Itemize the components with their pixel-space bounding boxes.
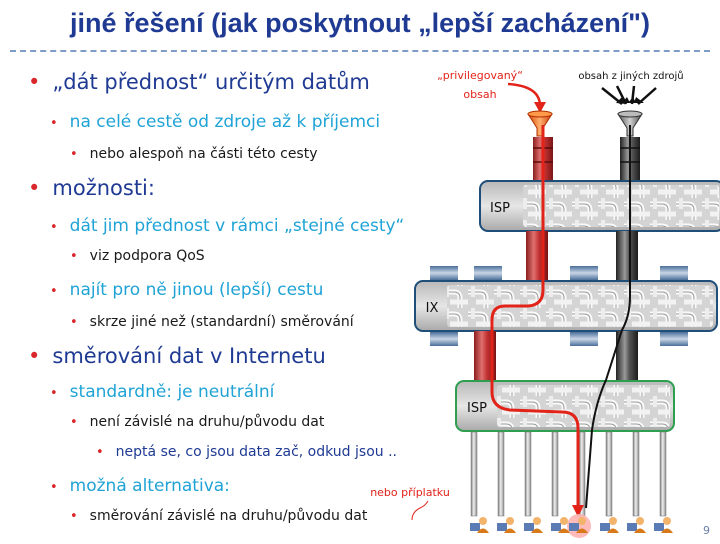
other-sources-arrowheads xyxy=(616,97,644,104)
bullet-3-2-1-text: směrování závislé na druhu/původu dat xyxy=(89,508,368,524)
user-icon xyxy=(627,517,646,533)
user-icon xyxy=(569,517,588,533)
isp-top-pipework xyxy=(523,185,719,227)
bullet-2-2-1: •skrze jiné než (standardní) směrování xyxy=(70,314,354,330)
bullet-2-2: •najít pro ně jinou (lepší) cestu xyxy=(50,280,324,300)
isp-top-label: ISP xyxy=(490,201,510,216)
bullet-2-2-text: najít pro ně jinou (lepší) cestu xyxy=(69,280,324,300)
bullet-3: •směrování dat v Internetu xyxy=(28,344,326,368)
user-icon xyxy=(497,517,516,533)
network-diagram-svg: „privilegovaný“ obsah obsah z jiných zdr… xyxy=(370,69,720,538)
bullet-1-text: „dát přednost“ určitým datům xyxy=(52,70,370,94)
bullet-2-1-text: dát jim přednost v rámci „stejné cesty“ xyxy=(69,216,405,236)
bullet-2-text: možnosti: xyxy=(52,176,155,200)
page-number: 9 xyxy=(703,524,710,537)
ix-pipework xyxy=(447,285,713,327)
title-divider xyxy=(10,50,710,52)
bullet-1-1-text: na celé cestě od zdroje až k příjemci xyxy=(69,112,381,132)
privileged-pipe xyxy=(526,231,548,281)
bullet-2-1-1: •viz podpora QoS xyxy=(70,248,205,264)
standard-route xyxy=(585,125,631,509)
ix-stubs-top xyxy=(430,266,688,280)
ix-stubs-bottom xyxy=(430,332,688,346)
other-pipe xyxy=(616,231,638,281)
user-icon xyxy=(551,517,570,533)
bullet-3-1-text: standardně: je neutrální xyxy=(69,382,275,402)
privileged-route xyxy=(490,125,580,508)
bullet-2-1-1-text: viz podpora QoS xyxy=(89,248,205,264)
bullet-1-1-1-text: nebo alespoň na části této cesty xyxy=(89,146,318,162)
funnel-icon xyxy=(527,110,553,137)
surcharge-brace xyxy=(411,500,429,521)
bullet-3-1-1-1-text: neptá se, co jsou data zač, odkud jsou .… xyxy=(115,444,397,460)
bullet-2-1: •dát jim přednost v rámci „stejné cesty“ xyxy=(50,216,405,236)
bullet-2: •možnosti: xyxy=(28,176,155,200)
other-sources-label: obsah z jiných zdrojů xyxy=(578,70,683,82)
bullet-2-2-1-text: skrze jiné než (standardní) směrování xyxy=(89,314,354,330)
bullet-3-2-text: možná alternativa: xyxy=(69,476,230,496)
bullet-1-1: •na celé cestě od zdroje až k příjemci xyxy=(50,112,381,132)
surcharge-label: nebo příplatku xyxy=(370,486,450,499)
bullet-3-1-1: •není závislé na druhu/původu dat xyxy=(70,414,325,430)
user-icon xyxy=(524,517,543,533)
slide-title: jiné řešení (jak poskytnout „lepší zachá… xyxy=(70,8,650,38)
privileged-label-line1: „privilegovaný“ xyxy=(437,69,523,82)
bullet-3-1-1-text: není závislé na druhu/původu dat xyxy=(89,414,325,430)
isp-bottom-pipework xyxy=(497,385,670,427)
access-lines xyxy=(470,431,667,517)
privileged-arrow-head xyxy=(534,102,546,113)
bullet-3-2-1: •směrování závislé na druhu/původu dat xyxy=(70,508,368,524)
ix-label: IX xyxy=(426,301,439,316)
user-icon xyxy=(654,517,673,533)
network-diagram: „privilegovaný“ obsah obsah z jiných zdr… xyxy=(350,58,720,540)
other-pipe xyxy=(616,331,638,381)
bullet-3-1-1-1: •neptá se, co jsou data zač, odkud jsou … xyxy=(96,444,397,460)
isp-bottom-label: ISP xyxy=(467,401,487,416)
bullet-1: •„dát přednost“ určitým datům xyxy=(28,70,370,94)
bullet-3-text: směrování dat v Internetu xyxy=(52,344,326,368)
privileged-route-arrowhead xyxy=(572,505,584,517)
bullet-1-1-1: •nebo alespoň na části této cesty xyxy=(70,146,318,162)
privileged-label-line2: obsah xyxy=(463,88,496,101)
user-icon xyxy=(470,517,489,533)
bullet-3-1: •standardně: je neutrální xyxy=(50,382,275,402)
bullet-3-2: •možná alternativa: xyxy=(50,476,230,496)
user-icon xyxy=(600,517,619,533)
